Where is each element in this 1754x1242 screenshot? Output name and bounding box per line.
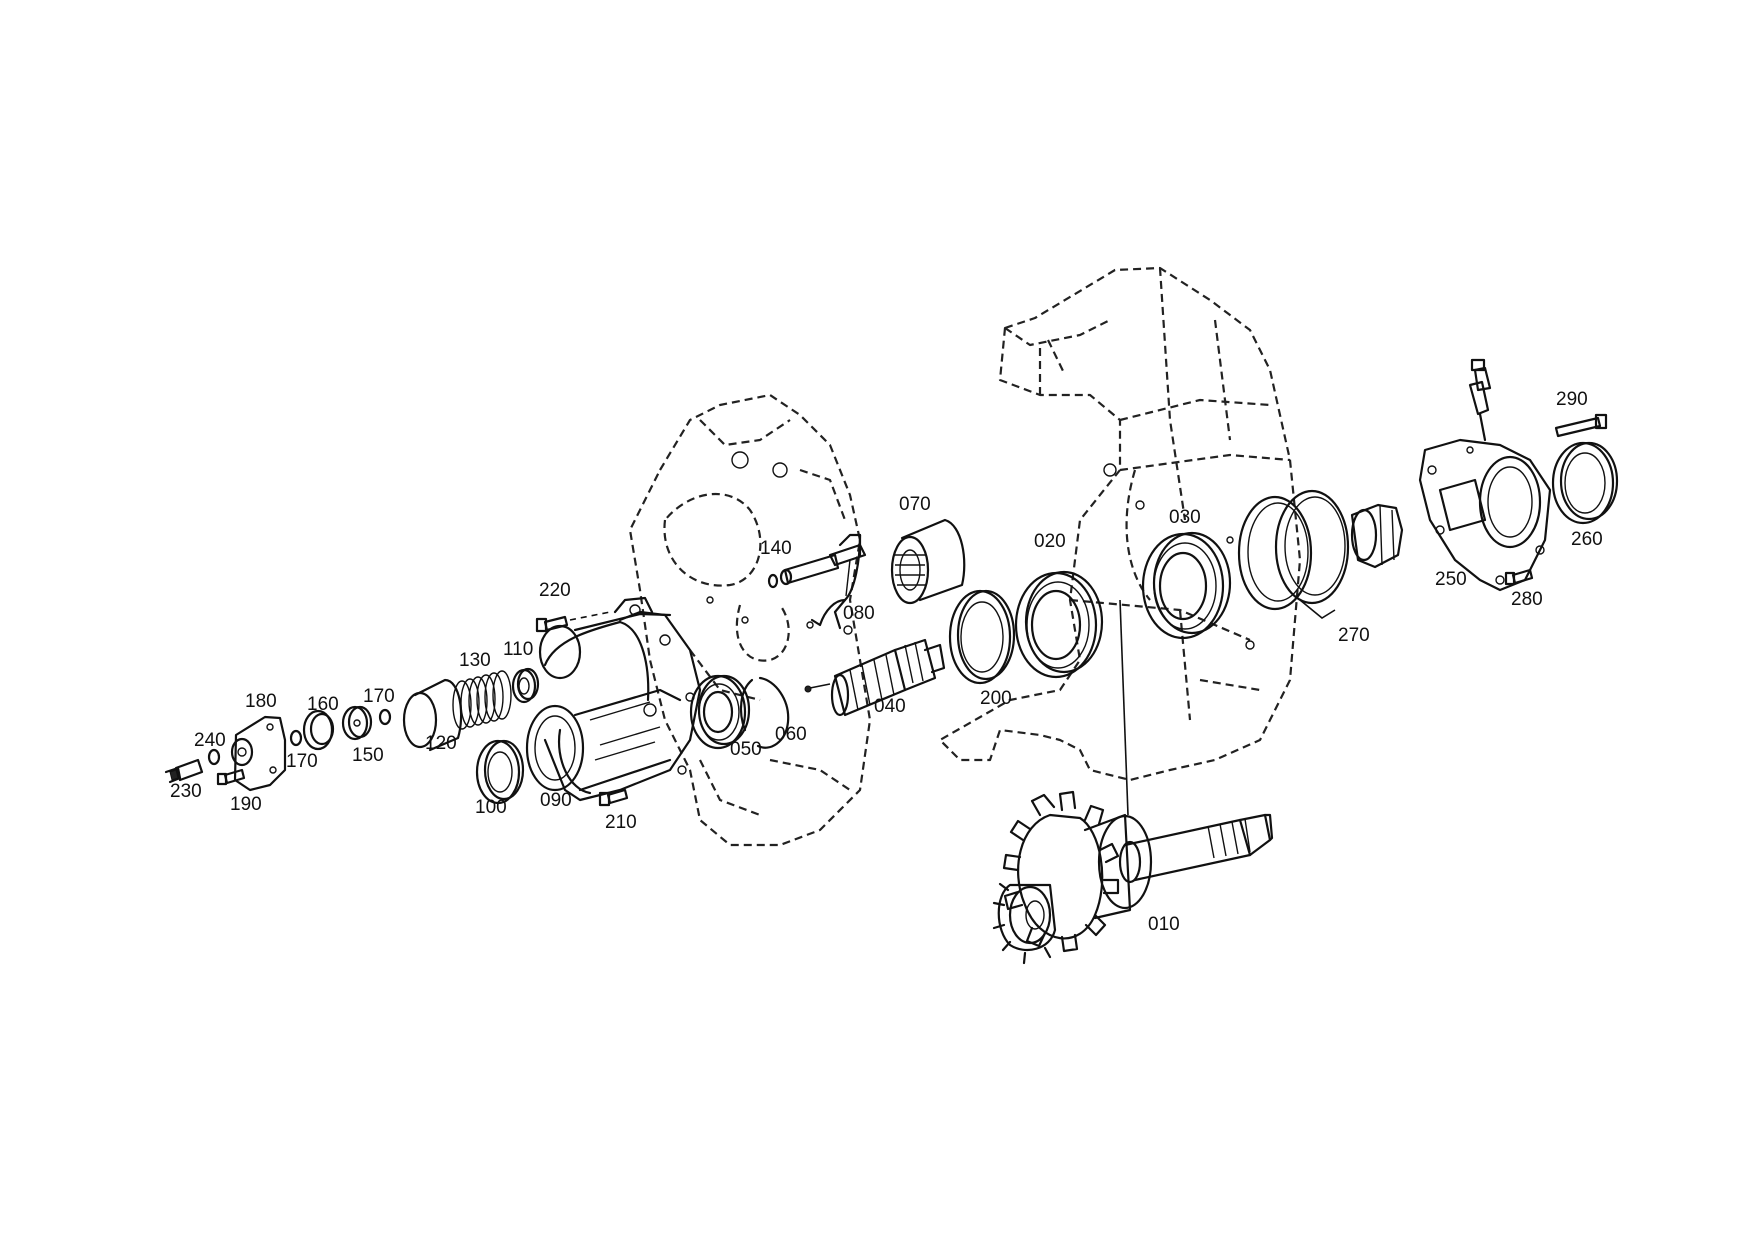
callout-150: 150 (352, 745, 384, 766)
part-170-o-ring (289, 708, 392, 747)
callout-100: 100 (475, 797, 507, 818)
callout-160: 160 (307, 694, 339, 715)
callout-labels: 010 020 030 040 050 060 070 080 090 100 … (170, 389, 1603, 935)
part-090-cylinder-housing (525, 596, 702, 802)
callout-010: 010 (1148, 914, 1180, 935)
part-190-screw (216, 768, 246, 786)
callout-170-lower: 170 (286, 751, 318, 772)
part-220-screw (535, 611, 611, 633)
callout-270: 270 (1338, 625, 1370, 646)
callout-080: 080 (843, 603, 875, 624)
part-150-washer (341, 705, 373, 741)
callout-180: 180 (245, 691, 277, 712)
part-250-cover (1418, 438, 1552, 592)
callout-240: 240 (194, 730, 226, 751)
callout-040: 040 (874, 696, 906, 717)
callout-280: 280 (1511, 589, 1543, 610)
part-230-sensor (164, 758, 204, 784)
callout-190: 190 (230, 794, 262, 815)
part-nut (1350, 503, 1404, 569)
part-010-shaft (992, 599, 1274, 965)
part-210-screw (598, 788, 629, 807)
part-040-shaft (804, 638, 946, 717)
part-110-piston (511, 667, 540, 704)
part-260-seal (1551, 441, 1619, 525)
part-160-ring (302, 709, 335, 751)
callout-210: 210 (605, 812, 637, 833)
part-020-bearing (1014, 570, 1104, 679)
callout-130: 130 (459, 650, 491, 671)
callout-200: 200 (980, 688, 1012, 709)
callout-220: 220 (539, 580, 571, 601)
callout-020: 020 (1034, 531, 1066, 552)
callout-050: 050 (730, 739, 762, 760)
part-130-spring (452, 670, 512, 730)
part-270-rings (1237, 489, 1350, 619)
callout-170-upper: 170 (363, 686, 395, 707)
part-280-screw (1504, 568, 1534, 586)
part-120-sleeve (402, 678, 463, 752)
callout-250: 250 (1435, 569, 1467, 590)
part-030-bearing (1141, 531, 1232, 640)
callout-060: 060 (775, 724, 807, 745)
part-050-bearing (689, 674, 751, 750)
part-switch (1468, 358, 1492, 442)
part-100-seal (475, 739, 525, 805)
callout-230: 230 (170, 781, 202, 802)
callout-140: 140 (760, 538, 792, 559)
callout-070: 070 (899, 494, 931, 515)
part-140-pin (767, 553, 840, 589)
part-240-washer (207, 748, 221, 766)
callout-120: 120 (425, 733, 457, 754)
part-200-seal (948, 589, 1016, 685)
part-290-bolt (1554, 413, 1608, 438)
callout-090: 090 (540, 790, 572, 811)
callout-260: 260 (1571, 529, 1603, 550)
front-housing (628, 393, 872, 847)
part-070-sleeve (890, 518, 966, 605)
part-180-cover (230, 715, 287, 792)
part-080-shift-fork (810, 533, 867, 635)
callout-290: 290 (1556, 389, 1588, 410)
callout-110: 110 (503, 639, 533, 660)
part-060-circlip (739, 676, 790, 749)
callout-030: 030 (1169, 507, 1201, 528)
